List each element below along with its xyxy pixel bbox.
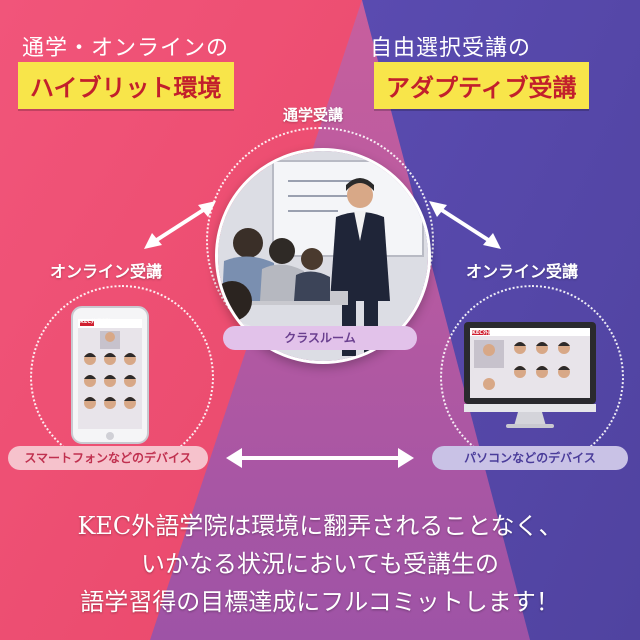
footer-line-1: KEC外語学院は環境に翻弄されることなく、 xyxy=(77,512,563,540)
footer-line-3: 語学習得の目標達成にフルコミットします！ xyxy=(80,588,560,616)
footer-line-2: いかなる状況においても受講生の xyxy=(140,550,500,578)
classroom-pill: クラスルーム xyxy=(223,326,417,350)
horizontal-double-arrow-icon xyxy=(226,448,414,468)
smartphone-pill: スマートフォンなどのデバイス xyxy=(8,446,208,470)
left-heading: 通学・オンラインの xyxy=(22,36,230,61)
classroom-label: 通学受講 xyxy=(283,106,344,124)
right-banner: アダプティブ受講 xyxy=(374,62,589,109)
phone-logo: KEC外語学院 xyxy=(80,319,111,325)
right-double-arrow-icon xyxy=(429,201,501,249)
pc-monitor-device xyxy=(464,322,596,428)
online-right-label: オンライン受講 xyxy=(466,262,579,281)
left-banner: ハイブリット環境 xyxy=(18,62,234,109)
pc-logo: KEC外語学院 xyxy=(472,330,503,336)
left-double-arrow-icon xyxy=(144,201,216,249)
right-heading: 自由選択受講の xyxy=(370,36,532,61)
smartphone-device xyxy=(71,306,149,444)
pc-pill: パソコンなどのデバイス xyxy=(432,446,628,470)
online-left-label: オンライン受講 xyxy=(50,262,163,281)
